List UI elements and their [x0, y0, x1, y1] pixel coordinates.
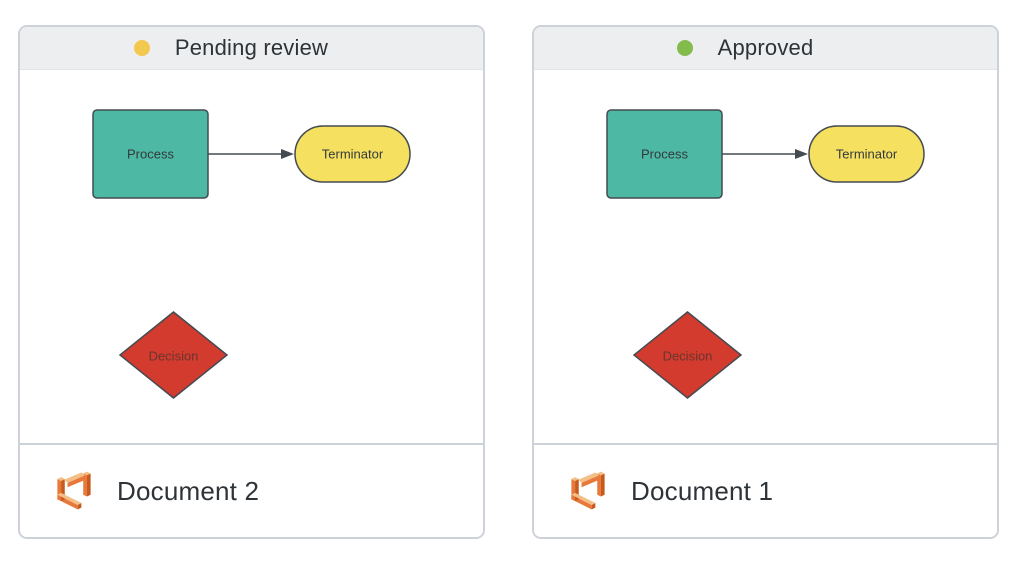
document-footer: Document 1	[534, 443, 997, 537]
process-label: Process	[127, 147, 174, 162]
decision-label: Decision	[663, 349, 713, 364]
terminator-shape	[808, 125, 925, 183]
diagram-preview: Process Terminator Decision	[20, 70, 483, 443]
terminator-label: Terminator	[836, 147, 898, 162]
document-title: Document 2	[117, 475, 260, 506]
status-dot-icon	[133, 40, 150, 56]
status-dot-icon	[676, 40, 693, 56]
connector-arrowhead	[795, 149, 808, 159]
status-header: Approved	[534, 27, 997, 70]
lucid-logo-icon	[571, 471, 605, 510]
terminator-label: Terminator	[322, 147, 384, 162]
status-label: Pending review	[133, 27, 328, 69]
lucid-logo-icon	[57, 471, 91, 510]
decision-shape	[118, 311, 229, 399]
document-footer: Document 2	[20, 443, 483, 537]
document-card-pending[interactable]: Pending review Process Terminator Decisi…	[18, 25, 485, 539]
terminator-shape	[294, 125, 411, 183]
document-title: Document 1	[631, 475, 774, 506]
diagram-preview: Process Terminator Decision	[534, 70, 997, 443]
document-card-approved[interactable]: Approved Process Terminator Decision	[532, 25, 999, 539]
flowchart-svg: Process Terminator Decision	[606, 109, 925, 399]
connector-arrowhead	[281, 149, 294, 159]
process-label: Process	[641, 147, 688, 162]
flowchart-svg: Process Terminator Decision	[92, 109, 411, 399]
decision-shape	[632, 311, 743, 399]
status-header: Pending review	[20, 27, 483, 70]
status-label: Approved	[676, 27, 814, 69]
decision-label: Decision	[149, 349, 199, 364]
